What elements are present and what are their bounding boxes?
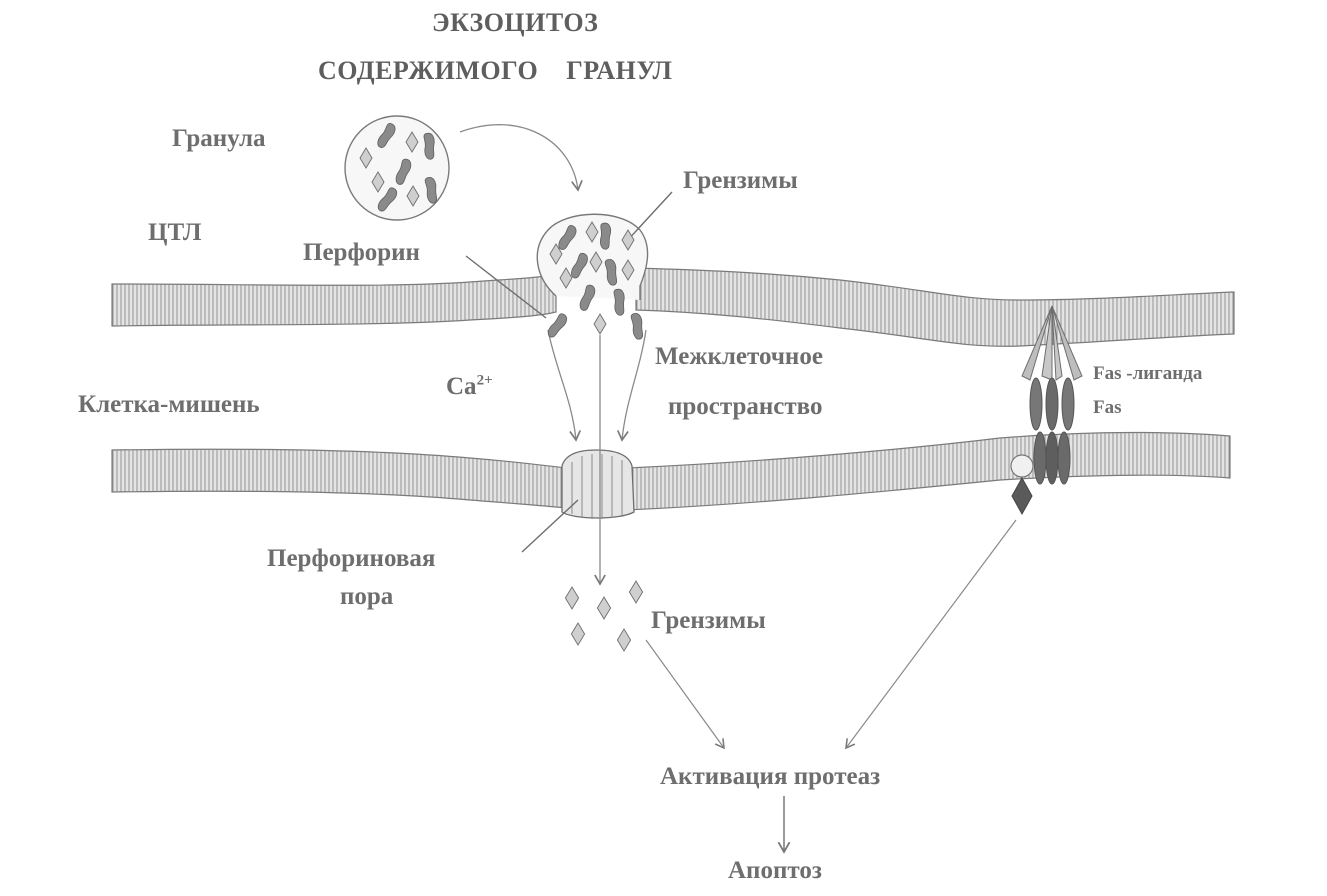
label-perforin-pore-line-1: Перфориновая xyxy=(267,545,436,572)
arrow-granzymes-to-protease xyxy=(645,639,725,750)
granule-circle xyxy=(344,115,450,221)
release-arrow-left xyxy=(547,329,582,442)
granzyme-molecule xyxy=(549,243,563,265)
label-fas: Fas xyxy=(1093,397,1122,418)
perforin-molecule xyxy=(424,176,438,204)
granzyme-molecule xyxy=(406,185,420,207)
perforin-molecule xyxy=(630,312,644,340)
perforin-molecule xyxy=(604,258,618,286)
ctl-membrane-right xyxy=(635,267,1235,347)
calcium-charge: 2+ xyxy=(476,372,493,389)
label-perforin-pore-line-2: пора xyxy=(340,583,394,610)
granzyme-molecule xyxy=(628,580,644,604)
granzyme-molecule xyxy=(559,267,573,289)
target-membrane-left xyxy=(111,448,567,509)
title-line-1: ЭКЗОЦИТОЗ xyxy=(432,8,599,37)
label-intercellular-line-2: пространство xyxy=(668,393,823,420)
granzyme-molecule xyxy=(616,628,632,652)
perforin-molecule xyxy=(613,288,625,316)
granzyme-molecule xyxy=(589,251,603,273)
leader-perforin xyxy=(465,255,547,319)
fas-receptor xyxy=(1029,377,1075,485)
granzyme-molecule xyxy=(371,171,385,193)
title-line-2: СОДЕРЖИМОГО ГРАНУЛ xyxy=(318,56,673,85)
perforin-molecule xyxy=(377,123,396,148)
perforin-molecule xyxy=(547,313,568,338)
arrow-fas-to-protease xyxy=(845,519,1017,750)
granzyme-molecule xyxy=(359,147,373,169)
granzyme-molecule xyxy=(621,229,635,251)
perforin-molecule xyxy=(395,158,412,185)
perforin-molecule xyxy=(571,252,588,279)
label-perforin: Перфорин xyxy=(303,239,420,266)
release-arrow-right xyxy=(616,329,647,442)
label-calcium: Ca2+ xyxy=(446,372,493,400)
perforin-molecule xyxy=(423,132,435,160)
label-fas-ligand: Fas -лиганда xyxy=(1093,363,1203,384)
granzyme-molecule xyxy=(621,259,635,281)
leader-granzymes xyxy=(625,191,673,243)
fas-ligand-complex xyxy=(1021,305,1083,381)
granzyme-molecule xyxy=(585,221,599,243)
perforin-molecule xyxy=(558,225,577,250)
granzyme-molecule xyxy=(570,622,586,646)
label-protease-activation: Активация протеаз xyxy=(660,763,881,790)
caspase-diamond xyxy=(1011,476,1033,516)
particle-layer xyxy=(359,123,644,652)
leader-pore xyxy=(521,499,579,553)
label-ctl: ЦТЛ xyxy=(148,219,202,246)
perforin-molecule xyxy=(579,284,596,311)
label-granule: Гранула xyxy=(172,125,266,152)
calcium-symbol: Ca xyxy=(446,373,477,400)
adaptor-protein xyxy=(1010,454,1034,478)
perforin-molecule xyxy=(599,222,612,250)
granzyme-molecule xyxy=(593,313,607,335)
target-membrane-right xyxy=(625,431,1231,511)
perforin-pore xyxy=(561,449,635,519)
label-intercellular-line-1: Межклеточное xyxy=(655,343,823,370)
label-apoptosis: Апоптоз xyxy=(728,857,822,884)
perforin-molecule xyxy=(377,187,398,212)
label-target-cell: Клетка-мишень xyxy=(78,391,260,418)
granzyme-molecule xyxy=(405,131,419,153)
granzyme-molecule xyxy=(564,586,580,610)
granule-arrow xyxy=(459,124,583,192)
granzyme-molecule xyxy=(596,596,612,620)
ctl-membrane-left xyxy=(111,273,557,327)
label-granzymes-top: Грензимы xyxy=(683,167,798,194)
label-granzymes-bottom: Грензимы xyxy=(651,607,766,634)
